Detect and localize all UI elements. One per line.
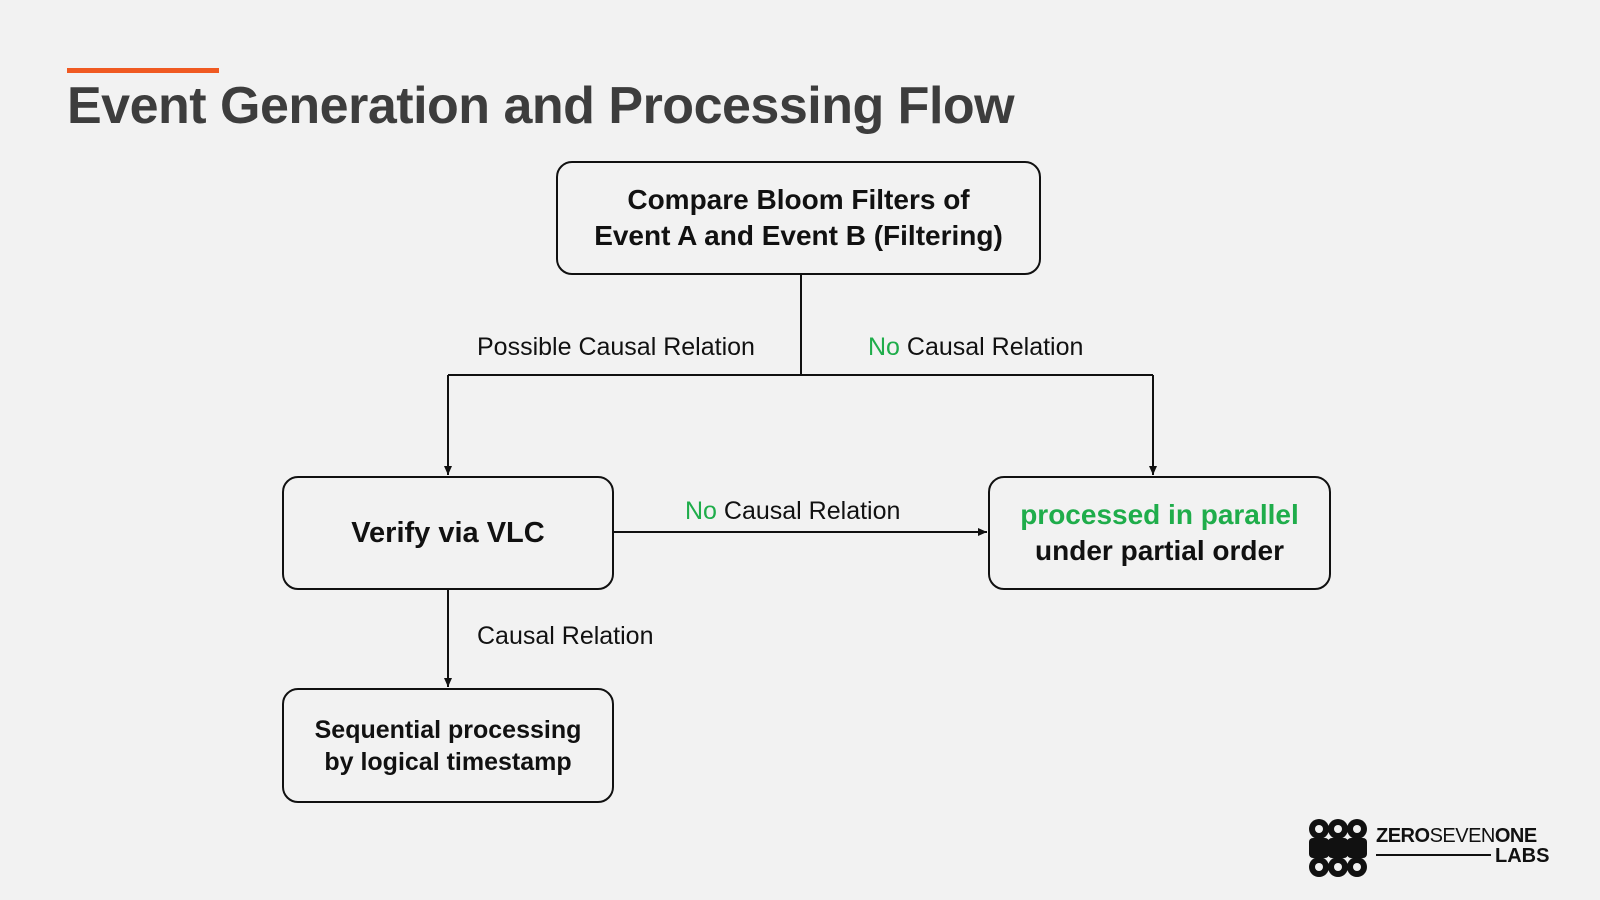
node-compare-bloom-filters: Compare Bloom Filters of Event A and Eve… [556, 161, 1041, 275]
logo-word-one: ONE [1494, 825, 1537, 847]
edge-label-no-causal-top: No Causal Relation [868, 333, 1083, 362]
node-parallel-line1: processed in parallel [1020, 499, 1299, 530]
logo-word-seven: SEVEN [1429, 825, 1496, 847]
edge-label-causal: Causal Relation [477, 622, 654, 650]
logo-wordmark: ZEROSEVENONE [1376, 825, 1537, 848]
node-verify-vlc: Verify via VLC [282, 476, 614, 590]
node-sequential-line1: Sequential processing [314, 715, 582, 744]
node-parallel-line2: under partial order [1035, 535, 1284, 566]
title-accent-bar [67, 68, 219, 73]
logo-divider-line [1376, 854, 1491, 856]
page-title: Event Generation and Processing Flow [67, 77, 1015, 135]
edge-label-no-causal-mid: No Causal Relation [685, 497, 900, 526]
node-compare-line2: Event A and Event B (Filtering) [594, 220, 1003, 251]
logo-mark-icon [1309, 819, 1367, 877]
edge-label-no-causal-rest: Causal Relation [716, 497, 901, 525]
node-sequential-line2: by logical timestamp [324, 747, 572, 776]
logo-word-labs: LABS [1495, 845, 1550, 867]
node-verify-label: Verify via VLC [351, 516, 545, 549]
edge-label-no-causal-rest: Causal Relation [899, 333, 1084, 361]
node-compare-line1: Compare Bloom Filters of [627, 184, 970, 215]
edge-label-no-highlight: No [685, 497, 717, 525]
node-sequential-processing: Sequential processing by logical timesta… [282, 688, 614, 803]
node-parallel-processing: processed in parallel under partial orde… [988, 476, 1331, 590]
logo-word-zero: ZERO [1376, 825, 1430, 847]
edge-label-possible-causal: Possible Causal Relation [477, 333, 755, 361]
edge-label-no-highlight: No [868, 333, 900, 361]
company-logo: ZEROSEVENONE LABS [1308, 818, 1558, 878]
